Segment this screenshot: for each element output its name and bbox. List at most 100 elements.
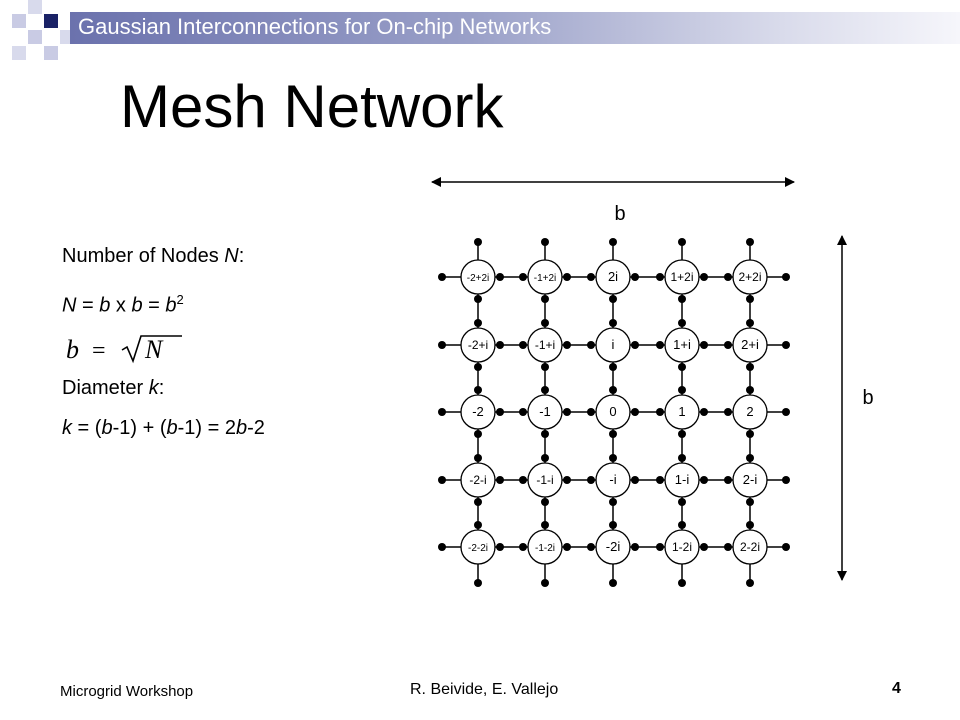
decor-square-2 — [28, 0, 42, 14]
link-dot — [678, 319, 686, 327]
diameter-label: Diameter k: — [62, 377, 164, 400]
decor-square-6 — [44, 46, 58, 60]
mesh-node-circle — [664, 529, 700, 565]
link-dot — [678, 363, 686, 371]
nodes-label-var: N — [224, 245, 239, 267]
link-dot — [474, 454, 482, 462]
width-label: b — [614, 203, 625, 225]
mesh-node-circle — [595, 327, 631, 363]
link-dot — [563, 476, 571, 484]
link-dot — [609, 363, 617, 371]
diameter-formula-t3: -1) = 2 — [177, 417, 236, 439]
mesh-node-circle — [595, 529, 631, 565]
link-dot — [631, 543, 639, 551]
link-endpoint-dot — [438, 408, 446, 416]
nodes-label-colon: : — [238, 245, 245, 267]
link-dot — [746, 521, 754, 529]
diameter-formula-v1: k — [62, 417, 72, 439]
mesh-node: -2-i — [460, 462, 496, 498]
mesh-node-circle — [732, 529, 768, 565]
link-dot — [563, 543, 571, 551]
link-dot — [656, 341, 664, 349]
link-endpoint-dot — [541, 238, 549, 246]
link-endpoint-dot — [782, 543, 790, 551]
link-dot — [587, 408, 595, 416]
mesh-node-label: -2-i — [469, 473, 486, 487]
link-dot — [474, 498, 482, 506]
link-dot — [519, 408, 527, 416]
mesh-node: -1+i — [527, 327, 563, 363]
diameter-formula: k = (b-1) + (b-1) = 2b-2 — [62, 417, 265, 440]
mesh-node-circle — [460, 462, 496, 498]
mesh-node: -2i — [595, 529, 631, 565]
link-dot — [496, 341, 504, 349]
nodes-formula-exp: 2 — [176, 292, 184, 307]
decor-square-5 — [12, 46, 26, 60]
mesh-node-circle — [595, 259, 631, 295]
link-dot — [541, 386, 549, 394]
link-dot — [724, 341, 732, 349]
mesh-node-circle — [527, 394, 563, 430]
link-dot — [700, 476, 708, 484]
link-endpoint-dot — [678, 579, 686, 587]
link-dot — [519, 476, 527, 484]
link-endpoint-dot — [678, 238, 686, 246]
link-dot — [496, 476, 504, 484]
link-dot — [746, 386, 754, 394]
mesh-node-circle — [460, 259, 496, 295]
slide-title: Mesh Network — [120, 73, 504, 140]
link-endpoint-dot — [474, 579, 482, 587]
link-dot — [563, 341, 571, 349]
link-endpoint-dot — [746, 238, 754, 246]
sqrt-eq: = — [92, 338, 106, 364]
link-dot — [631, 408, 639, 416]
height-label: b — [862, 387, 873, 409]
link-dot — [609, 386, 617, 394]
link-dot — [541, 454, 549, 462]
link-dot — [656, 476, 664, 484]
mesh-node-label: 1-i — [675, 472, 690, 487]
mesh-node-label: i — [612, 337, 615, 352]
decor-square-4 — [28, 30, 42, 44]
link-dot — [609, 430, 617, 438]
mesh-node-label: -1+2i — [534, 273, 557, 284]
header-title: Gaussian Interconnections for On-chip Ne… — [78, 14, 552, 39]
link-dot — [746, 363, 754, 371]
mesh-node: 1-2i — [664, 529, 700, 565]
mesh-node: 2+2i — [732, 259, 768, 295]
page-number: 4 — [892, 680, 901, 697]
nodes-formula-v1: N — [62, 294, 77, 317]
mesh-node-label: -2i — [606, 539, 621, 554]
nodes-formula-v2: b — [99, 294, 111, 317]
link-dot — [563, 273, 571, 281]
mesh-node-circle — [527, 529, 563, 565]
mesh-node-label: 1+2i — [670, 270, 693, 284]
mesh-node: 2-i — [732, 462, 768, 498]
nodes-label-text: Number of Nodes — [62, 245, 225, 267]
footer-center: R. Beivide, E. Vallejo — [410, 681, 559, 698]
mesh-node: -2-2i — [460, 529, 496, 565]
mesh-node: -2+2i — [460, 259, 496, 295]
diameter-label-colon: : — [158, 377, 165, 399]
mesh-node-label: -2-2i — [468, 543, 488, 554]
mesh-node: -1-2i — [527, 529, 563, 565]
link-dot — [474, 319, 482, 327]
link-dot — [724, 408, 732, 416]
nodes-formula-t1: = — [76, 294, 100, 317]
diameter-formula-t4: -2 — [247, 417, 265, 439]
mesh-node-label: -2+2i — [467, 273, 490, 284]
link-endpoint-dot — [438, 476, 446, 484]
link-dot — [541, 498, 549, 506]
link-dot — [587, 476, 595, 484]
link-dot — [609, 295, 617, 303]
link-dot — [519, 341, 527, 349]
mesh-node-circle — [527, 259, 563, 295]
nodes-formula-v3: b — [131, 294, 143, 317]
link-endpoint-dot — [782, 476, 790, 484]
link-endpoint-dot — [746, 579, 754, 587]
mesh-node-circle — [732, 462, 768, 498]
diameter-formula-t1: = ( — [72, 417, 102, 439]
mesh-node-label: 2+2i — [738, 270, 761, 284]
link-dot — [519, 543, 527, 551]
